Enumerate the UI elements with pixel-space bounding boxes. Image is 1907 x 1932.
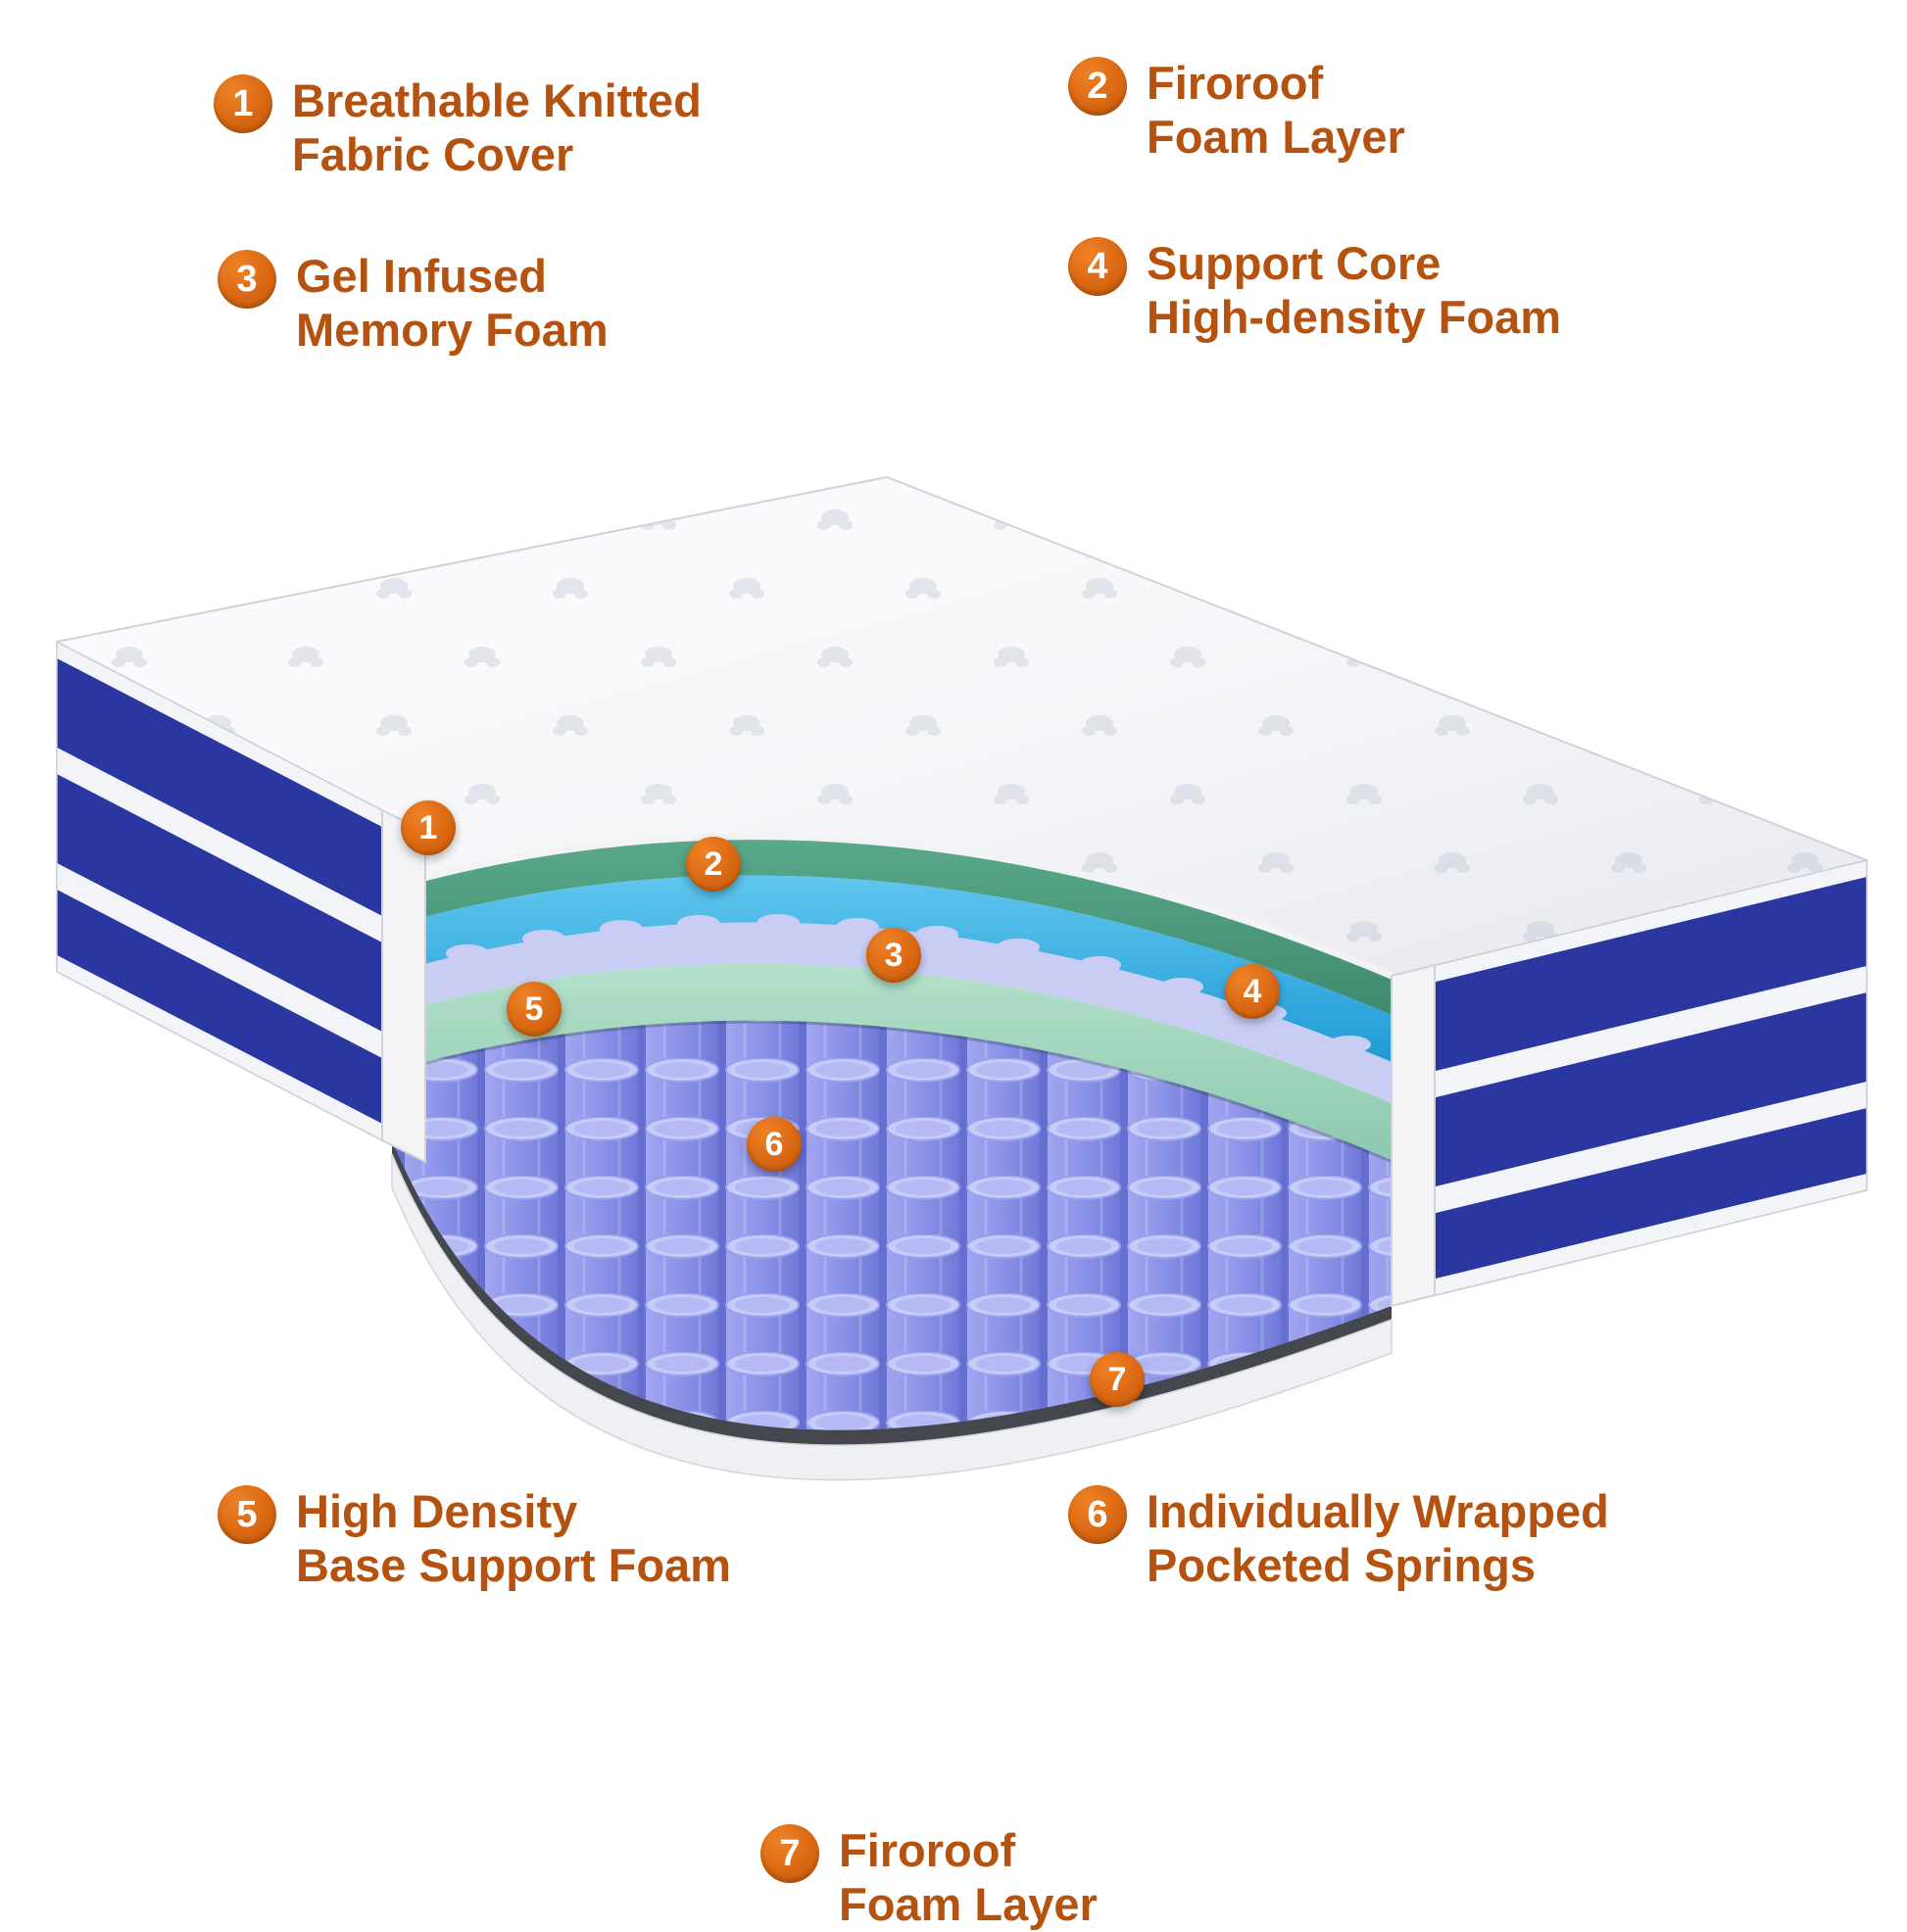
callout-6-line-1: Individually Wrapped [1147,1485,1609,1537]
callout-2-line-1: Firoroof [1147,57,1324,109]
callout-1-line-1: Breathable Knitted [292,74,702,126]
callout-label-1: Breathable Knitted Fabric Cover [292,74,702,182]
callout-7-line-2: Foam Layer [839,1877,1098,1930]
foam-layer-bands [391,833,1394,1160]
callout-7-line-1: Firoroof [839,1824,1016,1876]
callout-badge-5: 5 [218,1485,276,1544]
callout-badge-1: 1 [214,74,272,133]
callout-6-line-2: Pocketed Springs [1147,1538,1536,1591]
callout-label-3: Gel Infused Memory Foam [296,250,609,358]
callout-label-4: Support Core High-density Foam [1147,237,1561,345]
callout-1-line-2: Fabric Cover [292,127,574,180]
mattress-top-surface [56,475,1868,976]
callout-badge-7: 7 [760,1824,819,1883]
callout-badge-2: 2 [1068,57,1127,116]
layer-band-support-foam [392,963,1392,1160]
callout-support-core-high-density-foam: 4 Support Core High-density Foam [1068,237,1561,345]
callout-label-7: Firoroof Foam Layer [839,1824,1098,1932]
mattress-side-right [1391,859,1868,1307]
layer-band-memory-foam [392,922,1392,1103]
callout-4-line-2: High-density Foam [1147,290,1562,343]
callout-label-2: Firoroof Foam Layer [1147,57,1405,165]
callout-firoroof-foam-layer-top: 2 Firoroof Foam Layer [1068,57,1405,165]
layer-marker-5: 5 [507,982,562,1037]
layer-marker-1: 1 [401,800,456,855]
callout-high-density-base-support-foam: 5 High Density Base Support Foam [218,1485,731,1593]
callout-badge-6: 6 [1068,1485,1127,1544]
layer-marker-2: 2 [686,837,741,892]
callout-4-line-1: Support Core [1147,237,1442,289]
callout-gel-infused-memory-foam: 3 Gel Infused Memory Foam [218,250,609,358]
callout-3-line-2: Memory Foam [296,303,609,356]
callout-individually-wrapped-pocketed-springs: 6 Individually Wrapped Pocketed Springs [1068,1485,1609,1593]
mattress-base-edge [391,1140,1393,1481]
callout-breathable-knitted-fabric-cover: 1 Breathable Knitted Fabric Cover [214,74,702,182]
layer-marker-3: 3 [866,928,921,983]
callout-label-5: High Density Base Support Foam [296,1485,731,1593]
layer-marker-4: 4 [1225,964,1280,1019]
layer-marker-7: 7 [1090,1352,1145,1407]
callout-label-6: Individually Wrapped Pocketed Springs [1147,1485,1609,1593]
callout-3-line-1: Gel Infused [296,250,547,302]
callout-5-line-1: High Density [296,1485,578,1537]
callout-badge-4: 4 [1068,237,1127,296]
callout-firoroof-foam-layer-bottom: 7 Firoroof Foam Layer [760,1824,1098,1932]
callout-2-line-2: Foam Layer [1147,110,1405,163]
layer-band-firoroof-top [392,836,1392,1015]
layer-band-gel [392,875,1392,1062]
callout-badge-3: 3 [218,250,276,309]
cut-edge-posts [381,808,1436,1308]
callout-5-line-2: Base Support Foam [296,1538,731,1591]
layer-marker-6: 6 [747,1117,802,1172]
